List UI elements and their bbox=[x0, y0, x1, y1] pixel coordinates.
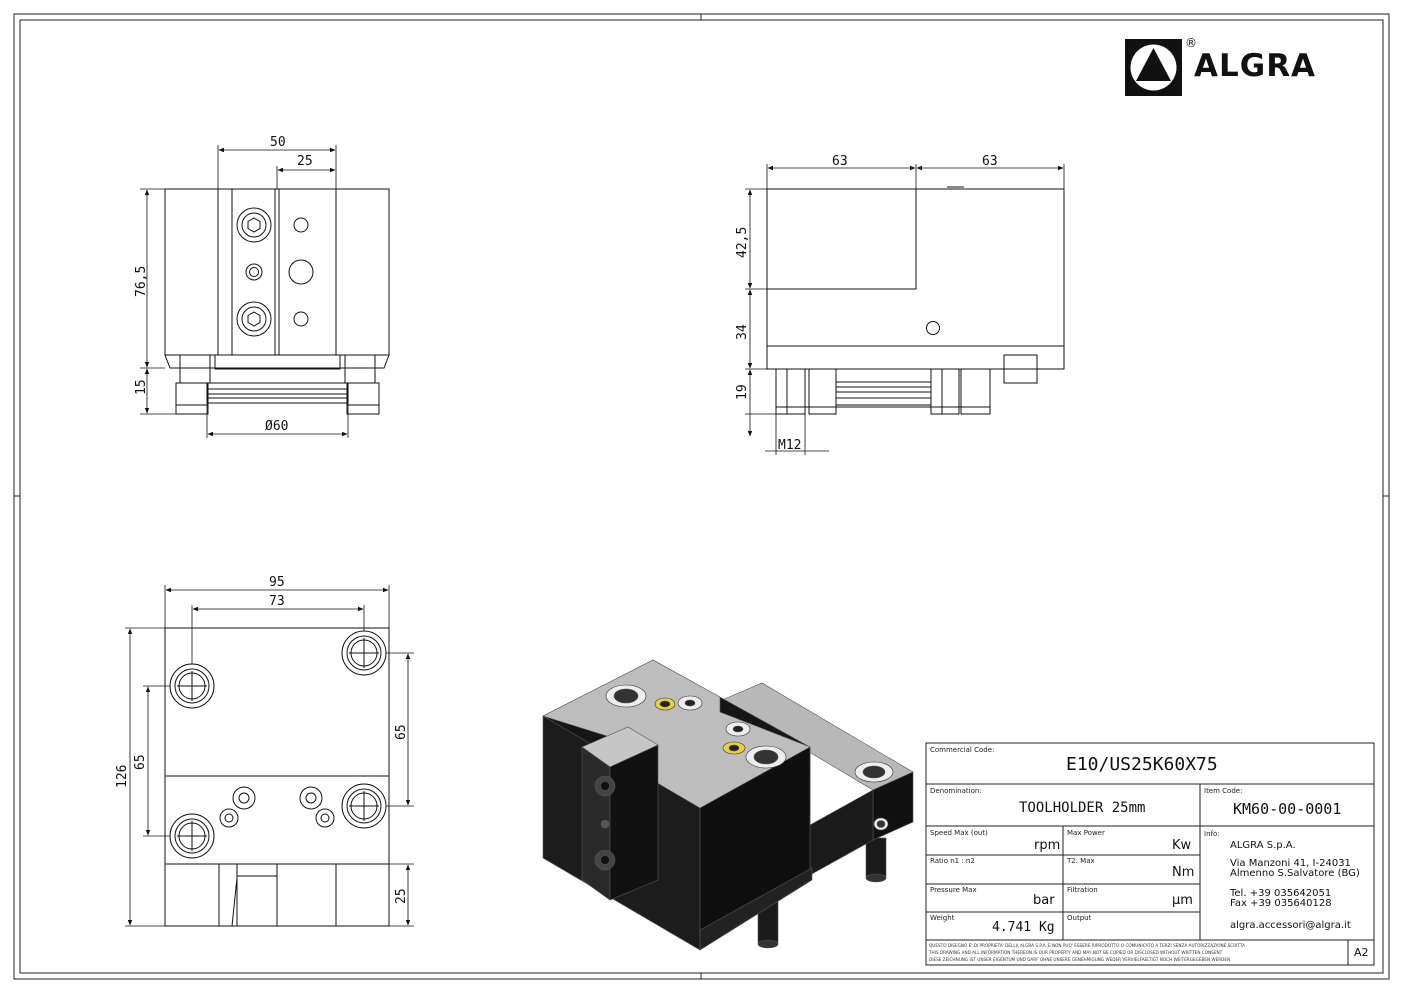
fax-number: Fax +39 035640128 bbox=[1230, 898, 1332, 909]
dim-front-15: 15 bbox=[134, 379, 149, 395]
filtration-label: Filtration bbox=[1067, 886, 1098, 894]
sheet-size: A2 bbox=[1354, 946, 1369, 959]
speed-unit: rpm bbox=[1034, 838, 1061, 853]
torque-unit: Nm bbox=[1172, 865, 1195, 880]
email-address[interactable]: algra.accessori@algra.it bbox=[1230, 920, 1351, 931]
front-view-dimensions bbox=[140, 145, 349, 438]
info-label: Info: bbox=[1204, 830, 1220, 838]
dim-top-65-right: 65 bbox=[394, 724, 409, 740]
dim-side-m12: M12 bbox=[778, 438, 801, 453]
disclaimer-line-1: QUESTO DISEGNO E' DI PROPRIETA' DELLA AL… bbox=[929, 943, 1245, 948]
denomination-label: Denomination: bbox=[930, 787, 982, 795]
side-view-dimensions bbox=[745, 164, 1065, 455]
phone-number: Tel. +39 035642051 bbox=[1230, 888, 1332, 899]
brand-name: ALGRA bbox=[1194, 48, 1317, 84]
item-code-label: Item Code: bbox=[1204, 787, 1243, 795]
denomination: TOOLHOLDER 25mm bbox=[1019, 800, 1146, 816]
filtration-unit: µm bbox=[1172, 893, 1193, 908]
power-unit: Kw bbox=[1172, 838, 1192, 853]
dim-top-73: 73 bbox=[269, 594, 285, 609]
commercial-code-label: Commercial Code: bbox=[930, 746, 995, 754]
weight-value: 4.741 Kg bbox=[992, 920, 1055, 935]
dim-front-50: 50 bbox=[270, 135, 286, 150]
isometric-3d-render bbox=[542, 659, 914, 951]
dim-side-63-left: 63 bbox=[832, 154, 848, 169]
pressure-label: Pressure Max bbox=[930, 886, 977, 894]
dim-front-diameter-60: Ø60 bbox=[265, 419, 288, 434]
top-view-dimensions bbox=[125, 585, 414, 927]
dim-top-65-left: 65 bbox=[133, 754, 148, 770]
dim-top-25: 25 bbox=[394, 888, 409, 904]
title-block-grid bbox=[925, 742, 1375, 966]
power-label: Max Power bbox=[1067, 829, 1105, 837]
registered-mark: ® bbox=[1185, 36, 1197, 50]
front-view bbox=[164, 188, 390, 415]
disclaimer-line-2: THIS DRAWING AND ALL INFORMATION THEREON… bbox=[929, 950, 1223, 955]
pressure-unit: bar bbox=[1033, 893, 1055, 908]
algra-logo-icon bbox=[1125, 39, 1182, 96]
ratio-label: Ratio n1 : n2 bbox=[930, 857, 975, 865]
dim-side-63-right: 63 bbox=[982, 154, 998, 169]
dim-side-19: 19 bbox=[735, 384, 750, 400]
dim-top-95: 95 bbox=[269, 575, 285, 590]
commercial-code: E10/US25K60X75 bbox=[1066, 754, 1218, 775]
item-code: KM60-00-0001 bbox=[1233, 800, 1342, 818]
address-line-2: Almenno S.Salvatore (BG) bbox=[1230, 868, 1360, 879]
top-view bbox=[164, 627, 390, 927]
top-view-bolts bbox=[169, 630, 387, 859]
side-view bbox=[766, 186, 1065, 415]
dim-front-25: 25 bbox=[297, 154, 313, 169]
torque-label: T2. Max bbox=[1067, 857, 1095, 865]
dim-side-34: 34 bbox=[735, 324, 750, 340]
disclaimer-line-3: DIESE ZEICHNUNG IST UNSER EIGENTUM UND D… bbox=[929, 957, 1231, 962]
address-line-1: Via Manzoni 41, I-24031 bbox=[1230, 858, 1351, 869]
dim-top-126: 126 bbox=[115, 765, 130, 788]
dim-front-76-5: 76,5 bbox=[134, 266, 149, 297]
company-name: ALGRA S.p.A. bbox=[1230, 840, 1296, 851]
speed-label: Speed Max (out) bbox=[930, 829, 988, 837]
dim-side-42-5: 42,5 bbox=[735, 227, 750, 258]
centering-marks bbox=[14, 14, 1389, 979]
weight-label: Weight bbox=[930, 914, 955, 922]
output-label: Output bbox=[1067, 914, 1092, 922]
